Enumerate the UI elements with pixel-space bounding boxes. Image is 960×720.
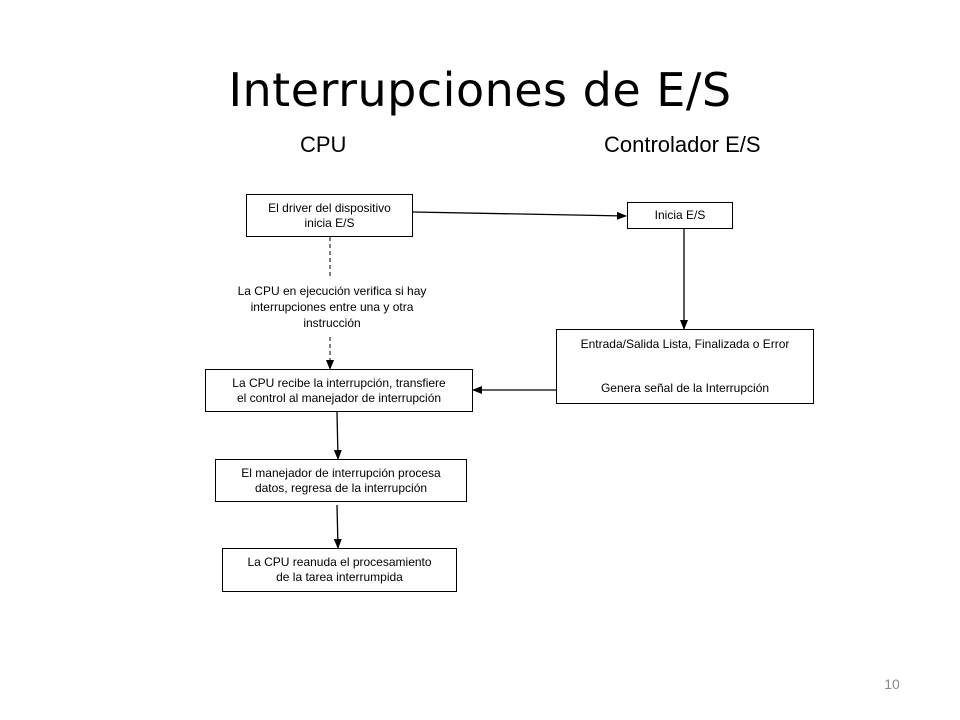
io-status-interrupt-box: Entrada/Salida Lista, Finalizada o Error… xyxy=(556,329,814,404)
arrow-driver-to-controller xyxy=(412,211,627,220)
resume-box-line-1: La CPU reanuda el procesamiento xyxy=(247,555,432,569)
cpu-check-note: La CPU en ejecución verifica si hay inte… xyxy=(212,283,452,331)
handler-box-line-1: El manejador de interrupción procesa xyxy=(241,465,441,480)
resume-box-line-2: de la tarea interrumpida xyxy=(276,570,403,584)
check-note-line-2: interrupciones entre una y otra xyxy=(250,300,414,314)
handler-box-line-2: datos, regresa de la interrupción xyxy=(254,480,428,495)
check-note-line-1: La CPU en ejecución verifica si hay xyxy=(237,284,427,298)
start-box-label: Inicia E/S xyxy=(654,208,706,222)
slide-title: Interrupciones de E/S xyxy=(228,63,732,117)
receive-box-line-1: La CPU recibe la interrupción, transfier… xyxy=(232,375,446,390)
driver-box-line-2: inicia E/S xyxy=(304,215,355,230)
status-box-line-2: Genera señal de la Interrupción xyxy=(600,381,770,395)
cpu-column-heading: CPU xyxy=(300,132,347,157)
cpu-resumes-box: La CPU reanuda el procesamiento de la ta… xyxy=(222,548,457,592)
controller-column-heading: Controlador E/S xyxy=(604,132,761,157)
status-box-line-1: Entrada/Salida Lista, Finalizada o Error xyxy=(580,337,790,351)
controller-starts-io-box: Inicia E/S xyxy=(627,202,733,229)
driver-box-line-1: El driver del dispositivo xyxy=(268,200,391,215)
check-note-line-3: instrucción xyxy=(303,316,361,330)
receive-box-line-2: el control al manejador de interrupción xyxy=(236,390,442,405)
cpu-receives-interrupt-box: La CPU recibe la interrupción, transfier… xyxy=(205,369,473,412)
driver-starts-io-box: El driver del dispositivo inicia E/S xyxy=(246,194,413,237)
page-number: 10 xyxy=(884,676,900,692)
arrow-receive-to-handler xyxy=(333,411,342,460)
arrow-handler-to-resume xyxy=(333,504,342,549)
handler-processes-box: El manejador de interrupción procesa dat… xyxy=(215,459,467,502)
